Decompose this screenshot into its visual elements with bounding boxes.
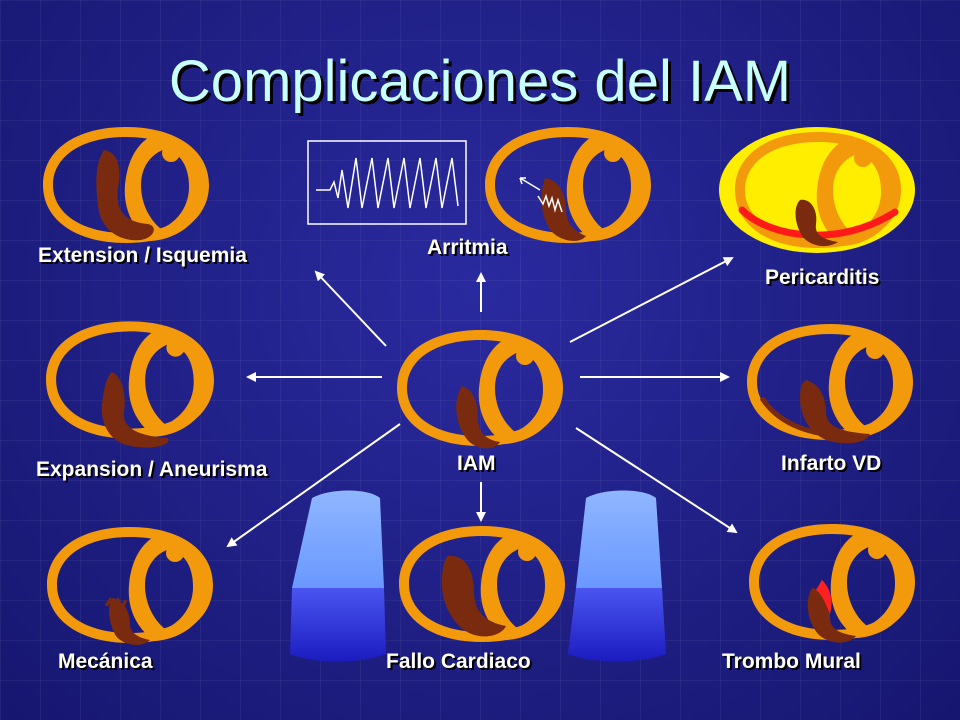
heart-mecanica bbox=[47, 527, 213, 645]
heart-infarto-vd bbox=[747, 324, 913, 444]
label-pericarditis: Pericarditis bbox=[765, 266, 880, 289]
label-arritmia: Arritmia bbox=[427, 236, 508, 259]
heart-fallo bbox=[399, 526, 565, 642]
volume-bar-right bbox=[568, 490, 666, 662]
label-trombo: Trombo Mural bbox=[722, 650, 861, 673]
heart-extension bbox=[43, 127, 209, 243]
arrow-to-mecanica bbox=[226, 423, 401, 548]
label-expansion: Expansion / Aneurisma bbox=[36, 458, 268, 481]
heart-pericarditis bbox=[719, 127, 915, 253]
label-extension: Extension / Isquemia bbox=[38, 244, 247, 267]
volume-bar-left bbox=[290, 490, 386, 662]
arrows bbox=[226, 257, 738, 548]
label-iam: IAM bbox=[457, 452, 496, 475]
arrow-to-pericarditis bbox=[569, 257, 734, 343]
heart-expansion bbox=[46, 321, 214, 448]
label-infarto-vd: Infarto VD bbox=[781, 452, 882, 475]
arrow-to-extension bbox=[314, 270, 387, 347]
slide-title: Complicaciones del IAM bbox=[168, 49, 792, 114]
heart-arritmia bbox=[485, 127, 651, 243]
heart-trombo bbox=[749, 524, 915, 643]
ecg-strip bbox=[307, 140, 467, 225]
heart-iam bbox=[397, 330, 563, 449]
label-mecanica: Mecánica bbox=[58, 650, 153, 673]
label-fallo: Fallo Cardiaco bbox=[386, 650, 531, 673]
arrow-to-trombo bbox=[575, 427, 738, 534]
